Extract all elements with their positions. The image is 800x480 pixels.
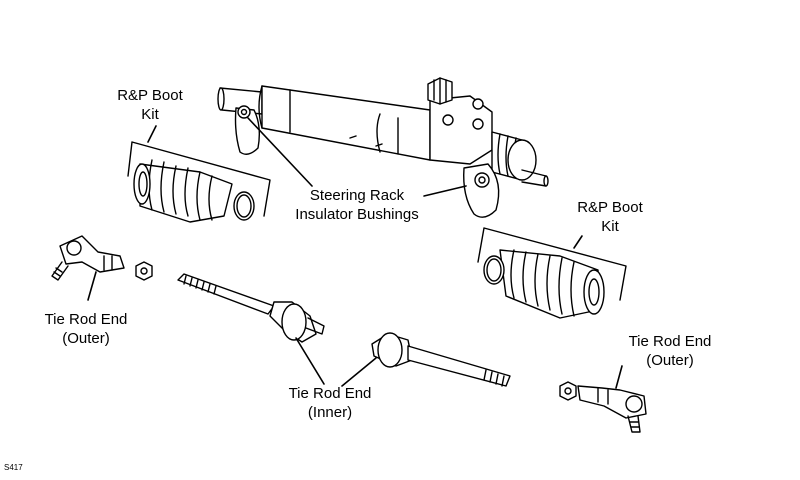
leader-inner-left xyxy=(295,337,325,385)
label-outer-right-line2: (Outer) xyxy=(646,352,694,369)
label-tie-rod-end-inner: Tie Rod End (Inner) xyxy=(272,384,388,422)
insulator-bushing-right xyxy=(463,163,500,218)
steering-rack-housing xyxy=(217,77,549,187)
label-outer-left-line2: (Outer) xyxy=(62,330,110,347)
label-boot-kit-right: R&P Boot Kit xyxy=(568,198,652,236)
leader-outer-left xyxy=(87,271,97,301)
label-tie-rod-end-outer-right: Tie Rod End (Outer) xyxy=(612,332,728,370)
leader-outer-right xyxy=(615,365,623,389)
boot-kit-right xyxy=(477,227,627,319)
label-inner-line2: (Inner) xyxy=(307,404,353,421)
tie-rod-end-outer-right xyxy=(577,385,647,433)
label-outer-left-line1: Tie Rod End xyxy=(44,311,128,328)
label-boot-kit-right-line1: R&P Boot xyxy=(577,199,643,216)
figure-id: S417 xyxy=(4,463,23,472)
boot-kit-left xyxy=(127,141,271,223)
label-tie-rod-end-outer-left: Tie Rod End (Outer) xyxy=(28,310,144,348)
leader-inner-right xyxy=(341,357,377,387)
label-boot-kit-right-line2: Kit xyxy=(601,218,619,235)
label-bushings-line1: Steering Rack xyxy=(309,187,405,204)
nut-right xyxy=(559,381,577,401)
nut-left xyxy=(135,261,153,281)
tie-rod-end-inner-left xyxy=(177,273,325,343)
leader-boot-left xyxy=(147,125,157,143)
leader-bushing-right xyxy=(423,185,467,197)
label-boot-kit-left: R&P Boot Kit xyxy=(108,86,192,124)
tie-rod-end-outer-left xyxy=(51,235,125,281)
label-bushings-line2: Insulator Bushings xyxy=(295,206,419,223)
label-boot-kit-left-line1: R&P Boot xyxy=(117,87,183,104)
insulator-bushing-left xyxy=(234,105,261,155)
label-inner-line1: Tie Rod End xyxy=(288,385,372,402)
label-boot-kit-left-line2: Kit xyxy=(141,106,159,123)
label-insulator-bushings: Steering Rack Insulator Bushings xyxy=(270,186,444,224)
tie-rod-end-inner-right xyxy=(371,332,511,387)
leader-bushing-left xyxy=(247,117,313,187)
leader-lines xyxy=(87,117,623,389)
label-outer-right-line1: Tie Rod End xyxy=(628,333,712,350)
leader-boot-right xyxy=(573,235,583,249)
